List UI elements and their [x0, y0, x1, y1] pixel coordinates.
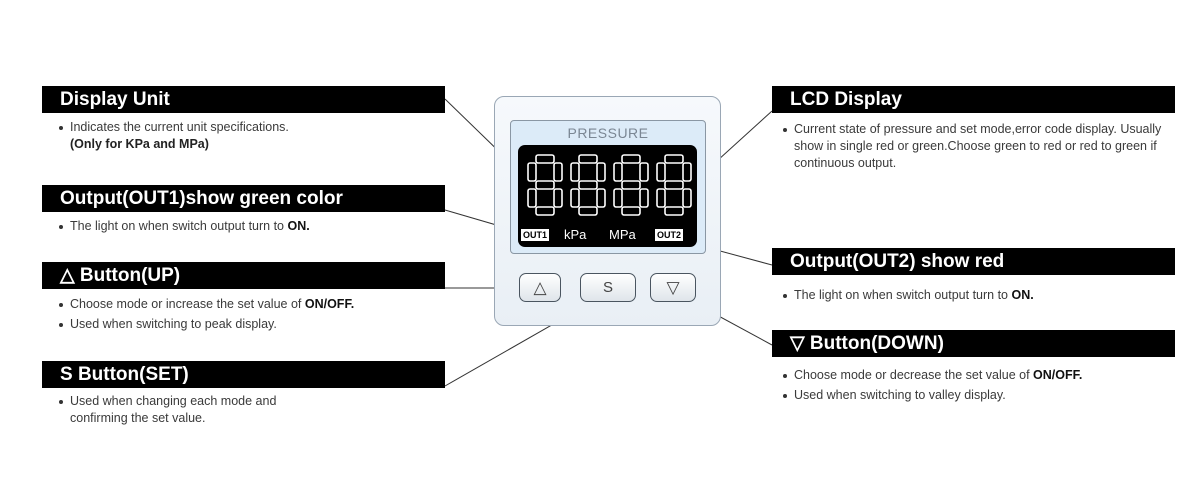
digit-4-segment-f — [656, 162, 666, 182]
digit-3-segment-b — [639, 162, 649, 182]
set-button-glyph: S — [602, 279, 613, 296]
out2-bullet: The light on when switch output turn to … — [782, 287, 1172, 304]
digit-1-segment-c — [553, 188, 563, 208]
digit-2-segment-d — [578, 206, 598, 216]
unit-kpa: kPa — [564, 227, 587, 242]
lcd-display-label: LCD Display — [772, 86, 1175, 113]
lcd-status-row: OUT1 kPa MPa OUT2 — [518, 227, 697, 244]
digit-2-segment-e — [570, 188, 580, 208]
up-button-title: △ Button(UP) — [60, 265, 181, 286]
set-bullet: Used when changing each mode and confirm… — [58, 393, 328, 427]
unit-mpa: MPa — [609, 227, 636, 242]
lcd-display-desc: Current state of pressure and set mode,e… — [782, 121, 1182, 172]
digit-4-segment-e — [656, 188, 666, 208]
digit-3-segment-d — [621, 206, 641, 216]
out1-desc: The light on when switch output turn to … — [58, 218, 438, 235]
digit-1-segment-d — [535, 206, 555, 216]
display-unit-title: Display Unit — [60, 89, 170, 110]
digit-3-segment-e — [613, 188, 623, 208]
lcd-display-title: LCD Display — [790, 89, 902, 110]
digit-1-segment-a — [535, 154, 555, 164]
lcd-screen: OUT1 kPa MPa OUT2 — [518, 145, 697, 247]
down-button-desc: Choose mode or decrease the set value of… — [782, 367, 1172, 404]
down-button-title: ▽ Button(DOWN) — [790, 333, 944, 354]
digit-1-segment-e — [527, 188, 537, 208]
up-button-label: △ Button(UP) — [42, 262, 445, 289]
digit-1-segment-g — [535, 180, 555, 190]
set-button[interactable]: S — [580, 273, 636, 302]
digit-3-segment-a — [621, 154, 641, 164]
digit-4-segment-b — [682, 162, 692, 182]
lcd-title: PRESSURE — [567, 125, 649, 141]
digit-2-segment-a — [578, 154, 598, 164]
out1-title: Output(OUT1)show green color — [60, 188, 343, 209]
down-button-label: ▽ Button(DOWN) — [772, 330, 1175, 357]
digit-3-segment-f — [613, 162, 623, 182]
digit-3-segment-g — [621, 180, 641, 190]
digit-3-segment-c — [639, 188, 649, 208]
out2-desc: The light on when switch output turn to … — [782, 287, 1172, 304]
lcd-bullet: Current state of pressure and set mode,e… — [782, 121, 1182, 172]
digit-4-segment-c — [682, 188, 692, 208]
out2-label: Output(OUT2) show red — [772, 248, 1175, 275]
out2-title: Output(OUT2) show red — [790, 251, 1005, 272]
digit-2-segment-f — [570, 162, 580, 182]
set-button-label: S Button(SET) — [42, 361, 445, 388]
set-button-desc: Used when changing each mode and confirm… — [58, 393, 328, 427]
up-button-desc: Choose mode or increase the set value of… — [58, 296, 438, 333]
digit-4-segment-d — [664, 206, 684, 216]
digit-4-segment-g — [664, 180, 684, 190]
digit-4-segment-a — [664, 154, 684, 164]
digit-1-segment-b — [553, 162, 563, 182]
up-bullet-2: Used when switching to peak display. — [58, 316, 438, 333]
display-unit-bullet: Indicates the current unit specification… — [58, 119, 438, 153]
digit-2-segment-g — [578, 180, 598, 190]
seven-segment-readout — [527, 154, 692, 216]
down-triangle-icon: ▽ — [666, 277, 680, 297]
display-unit-desc: Indicates the current unit specification… — [58, 119, 438, 153]
down-bullet-2: Used when switching to valley display. — [782, 387, 1172, 404]
pressure-switch-device: PRESSURE OUT1 kPa MPa OUT2 △ S ▽ — [494, 96, 721, 326]
out1-label: Output(OUT1)show green color — [42, 185, 445, 212]
display-unit-label: Display Unit — [42, 86, 445, 113]
set-button-title: S Button(SET) — [60, 364, 189, 385]
down-button[interactable]: ▽ — [650, 273, 696, 302]
out2-indicator: OUT2 — [655, 229, 684, 241]
up-button[interactable]: △ — [519, 273, 561, 302]
digit-1-segment-f — [527, 162, 537, 182]
display-unit-note: (Only for KPa and MPa) — [70, 137, 209, 151]
down-bullet-1: Choose mode or decrease the set value of… — [782, 367, 1172, 384]
up-bullet-1: Choose mode or increase the set value of… — [58, 296, 438, 313]
digit-2-segment-b — [596, 162, 606, 182]
lcd-frame: PRESSURE OUT1 kPa MPa OUT2 — [510, 120, 706, 254]
out1-bullet: The light on when switch output turn to … — [58, 218, 438, 235]
out1-indicator: OUT1 — [521, 229, 550, 241]
digit-2-segment-c — [596, 188, 606, 208]
up-triangle-icon: △ — [533, 277, 547, 297]
